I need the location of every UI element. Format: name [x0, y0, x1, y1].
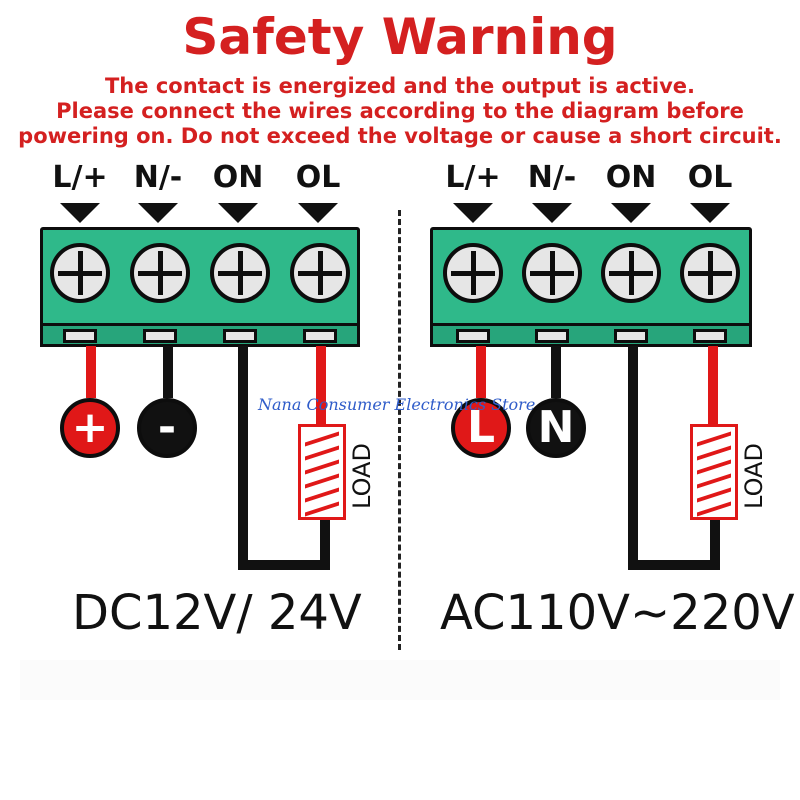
screw-icon [680, 243, 740, 303]
screw-icon [290, 243, 350, 303]
warning-line-3: powering on. Do not exceed the voltage o… [18, 124, 782, 148]
terminal-slot [693, 329, 727, 343]
ac-line-wire [476, 346, 486, 398]
screw-icon [210, 243, 270, 303]
screw-icon [522, 243, 582, 303]
dc-ol-wire [316, 346, 326, 426]
arrow-down-icon [218, 203, 258, 223]
ac-terminal-label-ol: OL [687, 160, 733, 195]
ac-terminal-label-n: N/- [527, 160, 577, 195]
dc-terminal-label-l: L/+ [52, 160, 108, 195]
arrow-down-icon [453, 203, 493, 223]
ac-load-label: LOAD [739, 443, 768, 509]
arrow-down-icon [298, 203, 338, 223]
dc-load-return-wire [320, 516, 330, 568]
screw-icon [601, 243, 661, 303]
warning-line-1: The contact is energized and the output … [104, 74, 696, 98]
terminal-slot [535, 329, 569, 343]
screw-icon [130, 243, 190, 303]
store-watermark: Nana Consumer Electronics Store [258, 395, 536, 414]
ac-on-wire [628, 346, 638, 570]
arrow-down-icon [60, 203, 100, 223]
terminal-slot [63, 329, 97, 343]
ac-load-coil-icon [690, 424, 738, 520]
dc-supply-label: DC12V/ 24V [72, 585, 362, 641]
ac-line-badge: L [451, 398, 511, 458]
dc-return-wire [238, 560, 330, 570]
dc-on-wire [238, 346, 248, 570]
arrow-down-icon [611, 203, 651, 223]
ac-load-return-wire [710, 516, 720, 568]
dc-load-coil-icon [298, 424, 346, 520]
dc-load-label: LOAD [347, 443, 376, 509]
ac-terminal-label-l: L/+ [445, 160, 501, 195]
terminal-slot [143, 329, 177, 343]
arrow-down-icon [532, 203, 572, 223]
dc-minus-badge: - [137, 398, 197, 458]
ac-terminal-label-on: ON [605, 160, 657, 195]
screw-icon [50, 243, 110, 303]
ac-neutral-badge: N [526, 398, 586, 458]
ac-neutral-wire [551, 346, 561, 398]
terminal-slot [614, 329, 648, 343]
arrow-down-icon [138, 203, 178, 223]
screw-icon [443, 243, 503, 303]
dc-plus-wire [86, 346, 96, 398]
ac-supply-label: AC110V~220V [440, 585, 795, 641]
bottom-band [20, 660, 780, 700]
dc-minus-wire [163, 346, 173, 398]
warning-line-2: Please connect the wires according to th… [56, 99, 744, 123]
terminal-slot [223, 329, 257, 343]
ac-return-wire [628, 560, 720, 570]
panel-divider [398, 210, 401, 650]
dc-terminal-label-ol: OL [295, 160, 341, 195]
dc-terminal-label-on: ON [212, 160, 264, 195]
terminal-slot [303, 329, 337, 343]
safety-title: Safety Warning [182, 8, 618, 66]
ac-ol-wire [708, 346, 718, 426]
terminal-slot [456, 329, 490, 343]
dc-terminal-label-n: N/- [133, 160, 183, 195]
arrow-down-icon [690, 203, 730, 223]
dc-plus-badge: + [60, 398, 120, 458]
